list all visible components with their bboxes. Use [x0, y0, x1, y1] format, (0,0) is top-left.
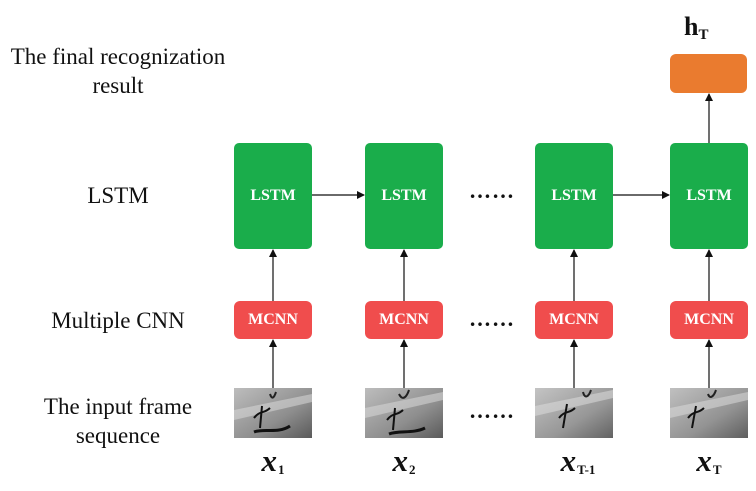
lstm-block-t: LSTM [670, 143, 748, 249]
cnn-row-label: Multiple CNN [51, 308, 185, 333]
input-var-1: x1 [261, 443, 285, 478]
lstm-block-2: LSTM [365, 143, 443, 249]
input-frame-2 [365, 388, 443, 438]
mcnn-block-1: MCNN [234, 301, 312, 339]
lstm-block-t-1: LSTM [535, 143, 613, 249]
mcnn-block-2: MCNN [365, 301, 443, 339]
lstm-ellipsis: …… [469, 178, 515, 203]
output-variable: hT [684, 12, 709, 43]
input-frame-t-1 [535, 388, 613, 438]
mcnn-ellipsis: …… [469, 306, 515, 331]
input-row-label: The input frame sequence [43, 394, 193, 448]
mcnn-block-t-1: MCNN [535, 301, 613, 339]
frame-ellipsis: …… [469, 398, 515, 423]
input-var-2: x2 [392, 443, 416, 478]
input-var-t: xT [696, 443, 722, 478]
input-frame-t [670, 388, 748, 438]
mcnn-block-t: MCNN [670, 301, 748, 339]
input-var-t-1: xT-1 [560, 443, 596, 478]
input-frame-1 [234, 388, 312, 438]
output-block [670, 54, 747, 93]
lstm-row-label: LSTM [87, 183, 149, 208]
final-result-label: The final recognization result [10, 44, 226, 98]
lstm-block-1: LSTM [234, 143, 312, 249]
